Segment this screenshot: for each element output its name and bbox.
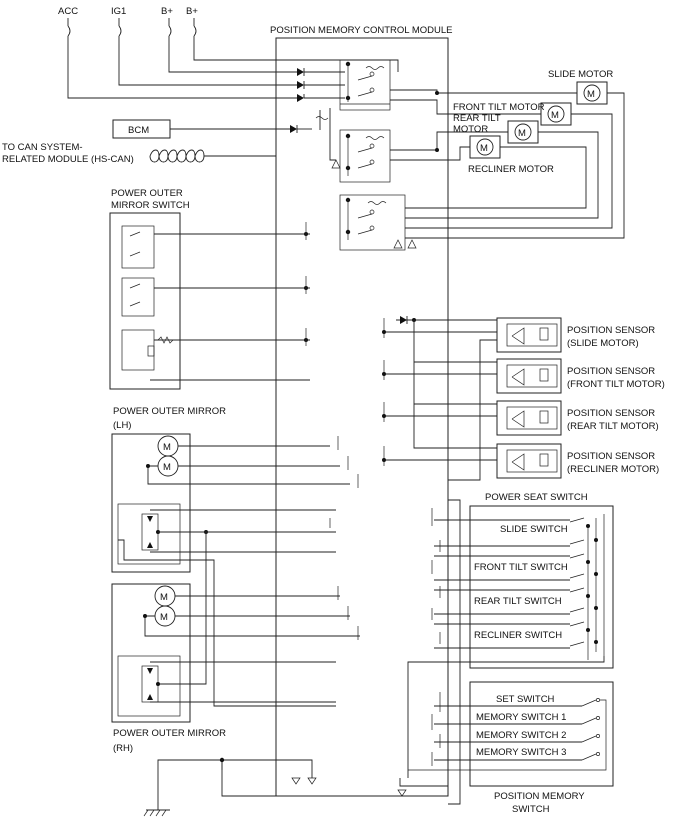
power-seat-switch-box [469,505,614,669]
relay-block-1 [339,59,391,111]
position-memory-control-module [275,37,449,797]
position-sensor-recliner [496,443,562,479]
connector-icon [382,318,386,466]
potentiometer-icon [141,513,159,551]
module-title: POSITION MEMORY CONTROL MODULE [270,25,452,36]
mirror-lh-motor-1-symbol: M [163,442,171,453]
mirror-rh-label-2: (RH) [113,743,133,754]
mirror-rh-label-1: POWER OUTER MIRROR [113,728,226,739]
memory-switch-1-label: MEMORY SWITCH 1 [476,712,566,723]
mirror-switch-label-line2: MIRROR SWITCH [111,200,190,211]
slide-motor-symbol: M [587,89,595,100]
diode-icon [297,68,305,102]
motor-icon [514,123,532,141]
mirror-switch-contacts [121,225,174,371]
slide-switch-label: SLIDE SWITCH [500,524,568,535]
potentiometer-icon [141,665,159,703]
mirror-switch-label-line1: POWER OUTER [111,188,183,199]
connector-icon [431,508,441,644]
recliner-switch-label: RECLINER SWITCH [474,630,562,641]
power-seat-switch-title: POWER SEAT SWITCH [485,492,588,503]
mirror-rh-motor-1-symbol: M [160,592,168,603]
sensor-recliner-label-2: (RECLINER MOTOR) [567,464,659,475]
seat-switch-contacts [569,514,605,660]
can-label-line1: TO CAN SYSTEM- [2,142,83,153]
sensor-slide-label-2: (SLIDE MOTOR) [567,338,639,349]
sensor-recliner-label-1: POSITION SENSOR [567,451,655,462]
sensor-slide-label-1: POSITION SENSOR [567,325,655,336]
recliner-motor-label: RECLINER MOTOR [468,164,554,175]
rear-tilt-motor-label-2: MOTOR [453,124,488,135]
connector-icon [329,436,359,640]
sensor-rear-tilt-label-2: (REAR TILT MOTOR) [567,421,659,432]
bcm-label: BCM [128,125,149,136]
slide-motor-label: SLIDE MOTOR [548,69,613,80]
position-sensor-front-tilt [496,358,562,394]
recliner-motor-symbol: M [480,143,488,154]
rear-tilt-motor-label-1: REAR TILT [453,113,501,124]
mirror-rh-sensor-box [117,655,181,717]
sensor-rear-tilt-label-1: POSITION SENSOR [567,408,655,419]
mirror-lh-label-1: POWER OUTER MIRROR [113,406,226,417]
power-input-ig1: IG1 [111,6,126,17]
position-sensor-slide [496,317,562,353]
rear-tilt-switch-label: REAR TILT SWITCH [474,596,562,607]
mirror-rh-box [111,583,191,723]
motor-icon [583,84,601,102]
connector-icon [304,222,308,346]
rear-tilt-motor-symbol: M [518,128,526,139]
front-tilt-motor-symbol: M [551,110,559,121]
position-memory-switch-title-2: SWITCH [512,804,550,815]
diode-icon [400,316,408,324]
connector-icon [431,692,441,766]
front-tilt-switch-label: FRONT TILT SWITCH [474,562,568,573]
sensor-front-tilt-label-1: POSITION SENSOR [567,366,655,377]
front-tilt-motor-label: FRONT TILT MOTOR [453,102,545,113]
memory-switch-2-label: MEMORY SWITCH 2 [476,730,566,741]
relay-block-2 [339,129,391,183]
power-input-bplus-2: B+ [186,6,198,17]
can-twisted-pair-icon [149,149,205,163]
position-memory-switch-box [469,681,614,787]
relay-block-3 [339,194,406,251]
mirror-lh-motor-2-symbol: M [163,462,171,473]
mirror-lh-box [111,433,191,573]
memory-switch-3-label: MEMORY SWITCH 3 [476,747,566,758]
mirror-lh-label-2: (LH) [113,420,131,431]
memory-switch-contacts [408,698,607,771]
power-inputs: ACC IG1 B+ B+ [58,6,399,99]
fuse-icon [67,18,197,44]
mirror-lh-sensor-box [117,503,181,565]
position-memory-switch-title-1: POSITION MEMORY [494,791,585,802]
diode-icon [290,125,298,133]
can-label-line2: RELATED MODULE (HS-CAN) [2,154,134,165]
set-switch-label: SET SWITCH [496,694,555,705]
position-sensor-rear-tilt [496,400,562,436]
power-input-acc: ACC [58,6,78,17]
sensor-front-tilt-label-2: (FRONT TILT MOTOR) [567,379,665,390]
motor-icon [547,105,565,123]
mirror-switch-box [109,212,181,390]
power-input-bplus-1: B+ [161,6,173,17]
motor-icon [476,138,494,156]
mirror-rh-motor-2-symbol: M [160,612,168,623]
ground-icon [143,809,170,817]
